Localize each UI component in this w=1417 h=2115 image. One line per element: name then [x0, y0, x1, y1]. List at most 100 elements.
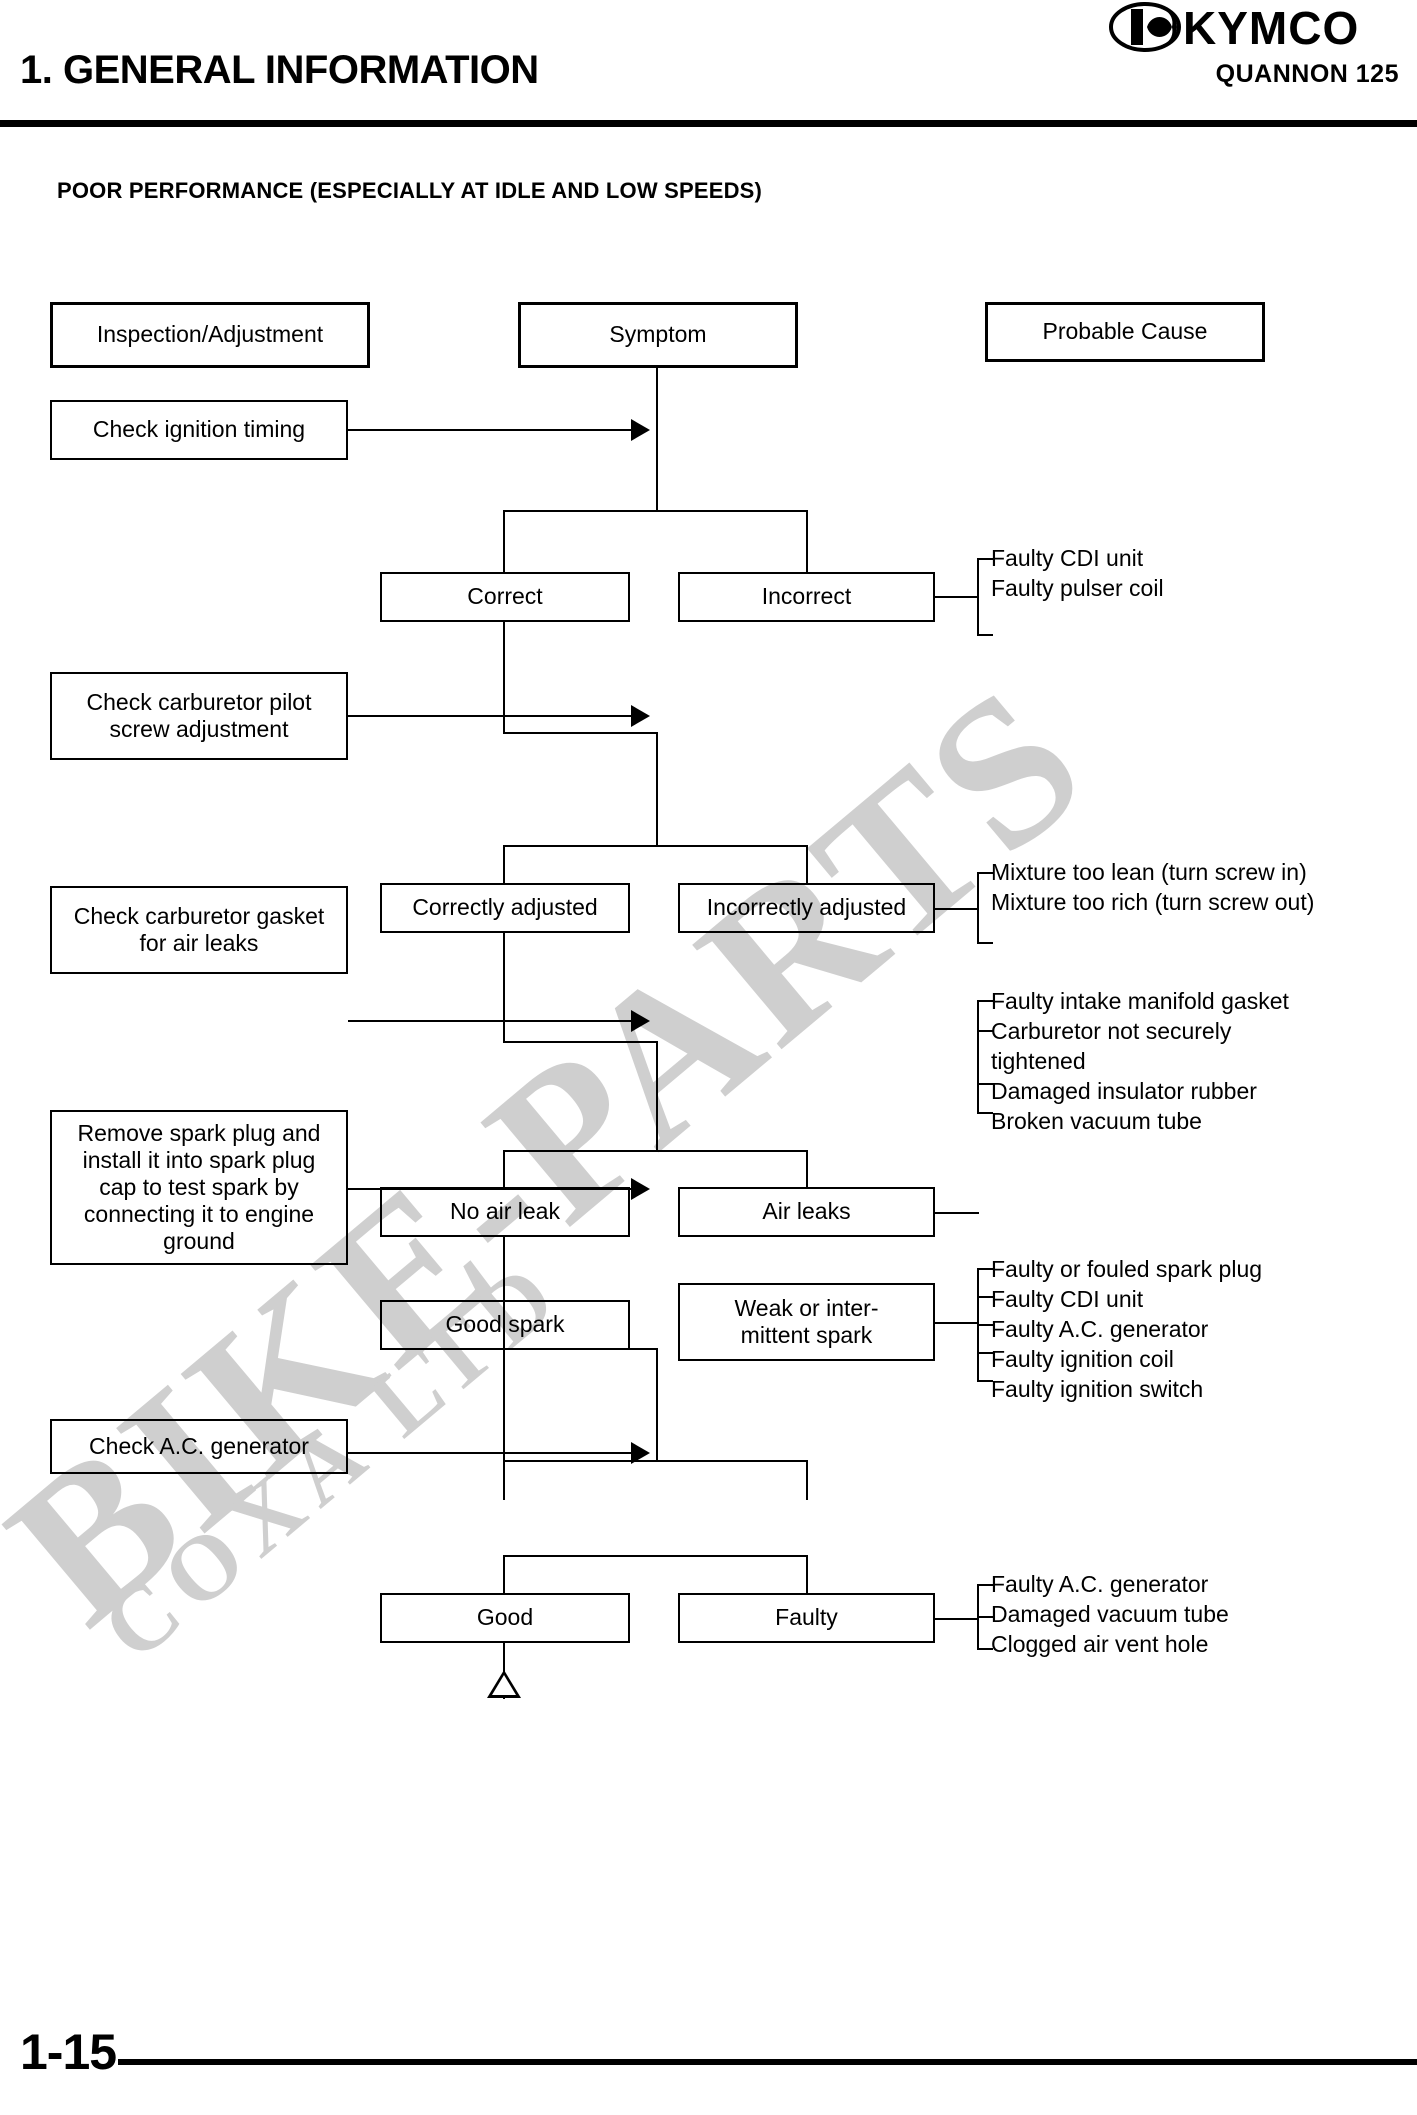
spine-segment-2 [656, 732, 658, 846]
footer-divider [118, 2059, 1417, 2065]
outcome-pass-box-4: Good spark [380, 1300, 630, 1350]
pass-drop-4 [503, 1350, 505, 1460]
cause-item: Faulty or fouled spark plug [991, 1256, 1263, 1282]
connector-arrowhead-3 [631, 1010, 650, 1032]
spine-segment-1 [656, 368, 658, 512]
page-number: 1-15 [20, 2024, 117, 2080]
split-bar-5 [503, 1555, 808, 1557]
cause-item: tightened [991, 1047, 1086, 1074]
cause-tick-2-1 [977, 942, 993, 944]
header-divider [0, 120, 1417, 127]
cause-item: Faulty intake manifold gasket [991, 988, 1289, 1014]
outcome-fail-box-4-label: Weak or inter- mittent spark [734, 1294, 879, 1348]
outcome-pass-box-2: Correctly adjusted [380, 883, 630, 933]
outcome-pass-box-3: No air leak [380, 1187, 630, 1237]
cause-tick-5-1 [977, 1616, 993, 1618]
split-bar-1 [503, 510, 808, 512]
inspection-box-3-label: Check carburetor gasket for air leaks [73, 902, 325, 956]
pass-jog-1 [503, 732, 658, 734]
flowchart-terminator-icon [487, 1670, 521, 1698]
cause-bracket-spine-1 [977, 558, 979, 636]
connector-arrowhead-4 [631, 1178, 650, 1200]
connector-arrowhead-2 [631, 705, 650, 727]
cause-tick-5-2 [977, 1648, 993, 1650]
cause-tick-4-2 [977, 1324, 993, 1326]
cause-item: Clogged air vent hole [991, 1630, 1209, 1657]
page-header: 1. GENERAL INFORMATION KYMCO QUANNON 125 [0, 0, 1417, 130]
inspection-box-1: Check ignition timing [50, 400, 348, 460]
split-right-drop-1 [806, 510, 808, 572]
connector-arrowhead-5 [631, 1442, 650, 1464]
cause-item: Faulty pulser coil [991, 574, 1164, 601]
cause-item: Mixture too rich (turn screw out) [991, 888, 1315, 915]
pass-drop-2 [503, 933, 505, 1043]
pass-jog-2 [503, 1041, 658, 1043]
outcome-fail-box-2: Incorrectly adjusted [678, 883, 935, 933]
outcome-fail-box-5: Faulty [678, 1593, 935, 1643]
split-bar-2 [503, 845, 808, 847]
cause-tick-3-3 [977, 1112, 993, 1114]
cause-list-3: Faulty intake manifold gasket Carburetor… [991, 987, 1289, 1136]
outcome-fail-box-4: Weak or inter- mittent spark [678, 1283, 935, 1361]
outcome-pass-box-1: Correct [380, 572, 630, 622]
cause-item: Faulty A.C. generator [991, 1315, 1209, 1342]
pass-drop-3 [503, 1237, 505, 1350]
split-left-drop-5 [503, 1555, 505, 1595]
split-right-drop-4 [806, 1460, 808, 1500]
cause-tick-1-1 [977, 634, 993, 636]
cause-item: Broken vacuum tube [991, 1107, 1202, 1134]
cause-tick-4-1 [977, 1296, 993, 1298]
split-right-drop-2 [806, 845, 808, 885]
connector-arrow-line-3 [348, 1020, 631, 1022]
cause-stub-1 [935, 596, 979, 598]
cause-tick-3-0 [977, 1000, 993, 1002]
svg-text:KYMCO: KYMCO [1183, 2, 1359, 52]
split-left-drop-4 [503, 1460, 505, 1500]
connector-arrow-line-4 [348, 1188, 631, 1190]
cause-item: Faulty ignition coil [991, 1345, 1174, 1372]
cause-stub-3 [935, 1212, 979, 1214]
connector-arrow-line-2 [348, 715, 631, 717]
split-bar-3 [503, 1150, 808, 1152]
inspection-box-3: Check carburetor gasket for air leaks [50, 886, 348, 974]
spine-segment-4 [656, 1348, 658, 1462]
cause-bracket-spine-3 [977, 1000, 979, 1113]
inspection-box-2: Check carburetor pilot screw adjustment [50, 672, 348, 760]
cause-list-4: Faulty or fouled spark plug Faulty CDI u… [991, 1255, 1262, 1404]
cause-tick-4-3 [977, 1352, 993, 1354]
split-left-drop-2 [503, 845, 505, 885]
column-header-symptom: Symptom [518, 302, 798, 368]
model-name: QUANNON 125 [1215, 60, 1399, 88]
cause-stub-4 [935, 1322, 979, 1324]
spine-segment-3 [656, 1041, 658, 1151]
outcome-pass-box-5: Good [380, 1593, 630, 1643]
split-bar-4 [503, 1460, 808, 1462]
cause-tick-3-1 [977, 1030, 993, 1032]
kymco-logo-icon: KYMCO [1109, 2, 1399, 54]
cause-list-2: Mixture too lean (turn screw in) Mixture… [991, 858, 1314, 918]
split-right-drop-5 [806, 1555, 808, 1595]
cause-list-5: Faulty A.C. generator Damaged vacuum tub… [991, 1570, 1229, 1660]
outcome-fail-box-1: Incorrect [678, 572, 935, 622]
cause-tick-2-0 [977, 872, 993, 874]
column-header-probable-cause: Probable Cause [985, 302, 1265, 362]
outcome-fail-box-3: Air leaks [678, 1187, 935, 1237]
cause-item: Carburetor not securely [991, 1017, 1232, 1044]
cause-tick-5-0 [977, 1584, 993, 1586]
column-header-inspection: Inspection/Adjustment [50, 302, 370, 368]
cause-tick-4-4 [977, 1380, 993, 1382]
cause-item: Damaged vacuum tube [991, 1600, 1229, 1627]
cause-tick-1-0 [977, 558, 993, 560]
cause-tick-3-2 [977, 1083, 993, 1085]
inspection-box-5: Check A.C. generator [50, 1419, 348, 1474]
inspection-box-2-label: Check carburetor pilot screw adjustment [86, 688, 312, 742]
connector-arrow-line-1 [348, 429, 631, 431]
inspection-box-4: Remove spark plug and install it into sp… [50, 1110, 348, 1265]
cause-item: Faulty CDI unit [991, 1285, 1144, 1312]
cause-item: Damaged insulator rubber [991, 1077, 1257, 1104]
connector-arrow-line-5 [348, 1452, 631, 1454]
split-right-drop-3 [806, 1150, 808, 1188]
pass-drop-1 [503, 622, 505, 734]
cause-list-1: Faulty CDI unit Faulty pulser coil [991, 544, 1164, 604]
